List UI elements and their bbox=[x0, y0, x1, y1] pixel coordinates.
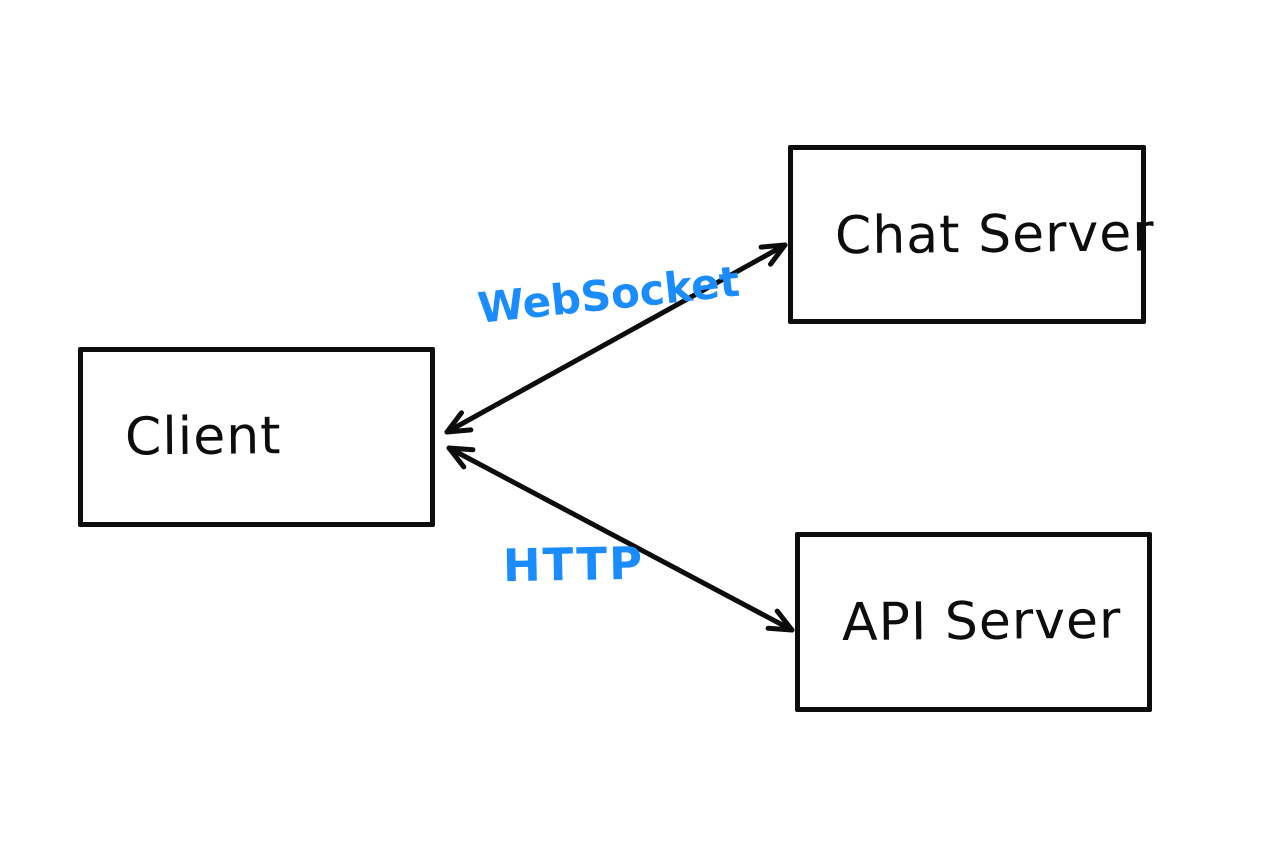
node-client[interactable]: Client bbox=[78, 347, 435, 527]
arrowhead-icon bbox=[765, 608, 795, 633]
node-chat-server[interactable]: Chat Server bbox=[788, 145, 1155, 324]
node-chat-server-label: Chat Server bbox=[834, 202, 1155, 266]
edge-http-line[interactable] bbox=[446, 445, 795, 633]
arrowhead-icon bbox=[758, 242, 788, 267]
edge-websocket[interactable] bbox=[444, 242, 788, 435]
arrowhead-icon bbox=[446, 445, 476, 470]
node-api-server-label: API Server bbox=[841, 590, 1122, 654]
edge-websocket-line[interactable] bbox=[444, 242, 788, 435]
node-api-server[interactable]: API Server bbox=[795, 532, 1152, 712]
edge-label-http[interactable]: HTTP bbox=[502, 536, 645, 593]
edge-http[interactable] bbox=[446, 445, 795, 633]
arrowhead-icon bbox=[444, 410, 474, 435]
node-client-label: Client bbox=[124, 406, 282, 468]
